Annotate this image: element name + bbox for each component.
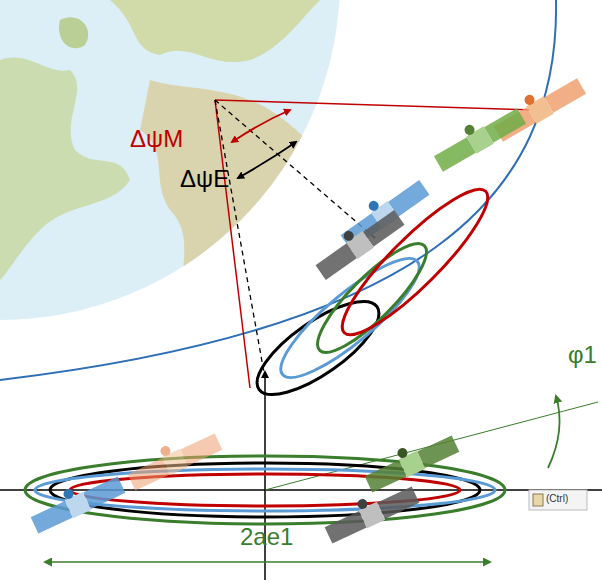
dashed-ray [215, 100, 375, 238]
dimension-label: 2ae1 [240, 524, 293, 550]
angle-label: ΔψM [130, 126, 183, 152]
angle-arrow [238, 142, 296, 178]
red-ray [215, 100, 535, 110]
satellite [429, 100, 527, 173]
paste-icon-box [529, 490, 587, 510]
dashed-ray [215, 100, 265, 378]
satellite [360, 426, 459, 493]
satellite [123, 424, 222, 491]
satellite [320, 477, 419, 544]
red-ray [215, 100, 250, 388]
orbit-ellipse [327, 174, 502, 349]
earth-map [0, 0, 340, 330]
paste-label: (Ctrl) [546, 493, 568, 504]
clipboard-icon [533, 494, 543, 506]
phase-arrow [548, 396, 560, 468]
orbit-ellipse [305, 231, 439, 365]
phase-label: φ1 [568, 342, 597, 368]
orbit-ellipse [267, 243, 433, 393]
satellite [26, 467, 125, 534]
geo-orbit [0, 0, 556, 380]
angle-label: ΔψE [180, 166, 229, 192]
dimension-arrow [45, 561, 490, 563]
satellite [310, 202, 405, 281]
angle-arrow [232, 110, 290, 142]
